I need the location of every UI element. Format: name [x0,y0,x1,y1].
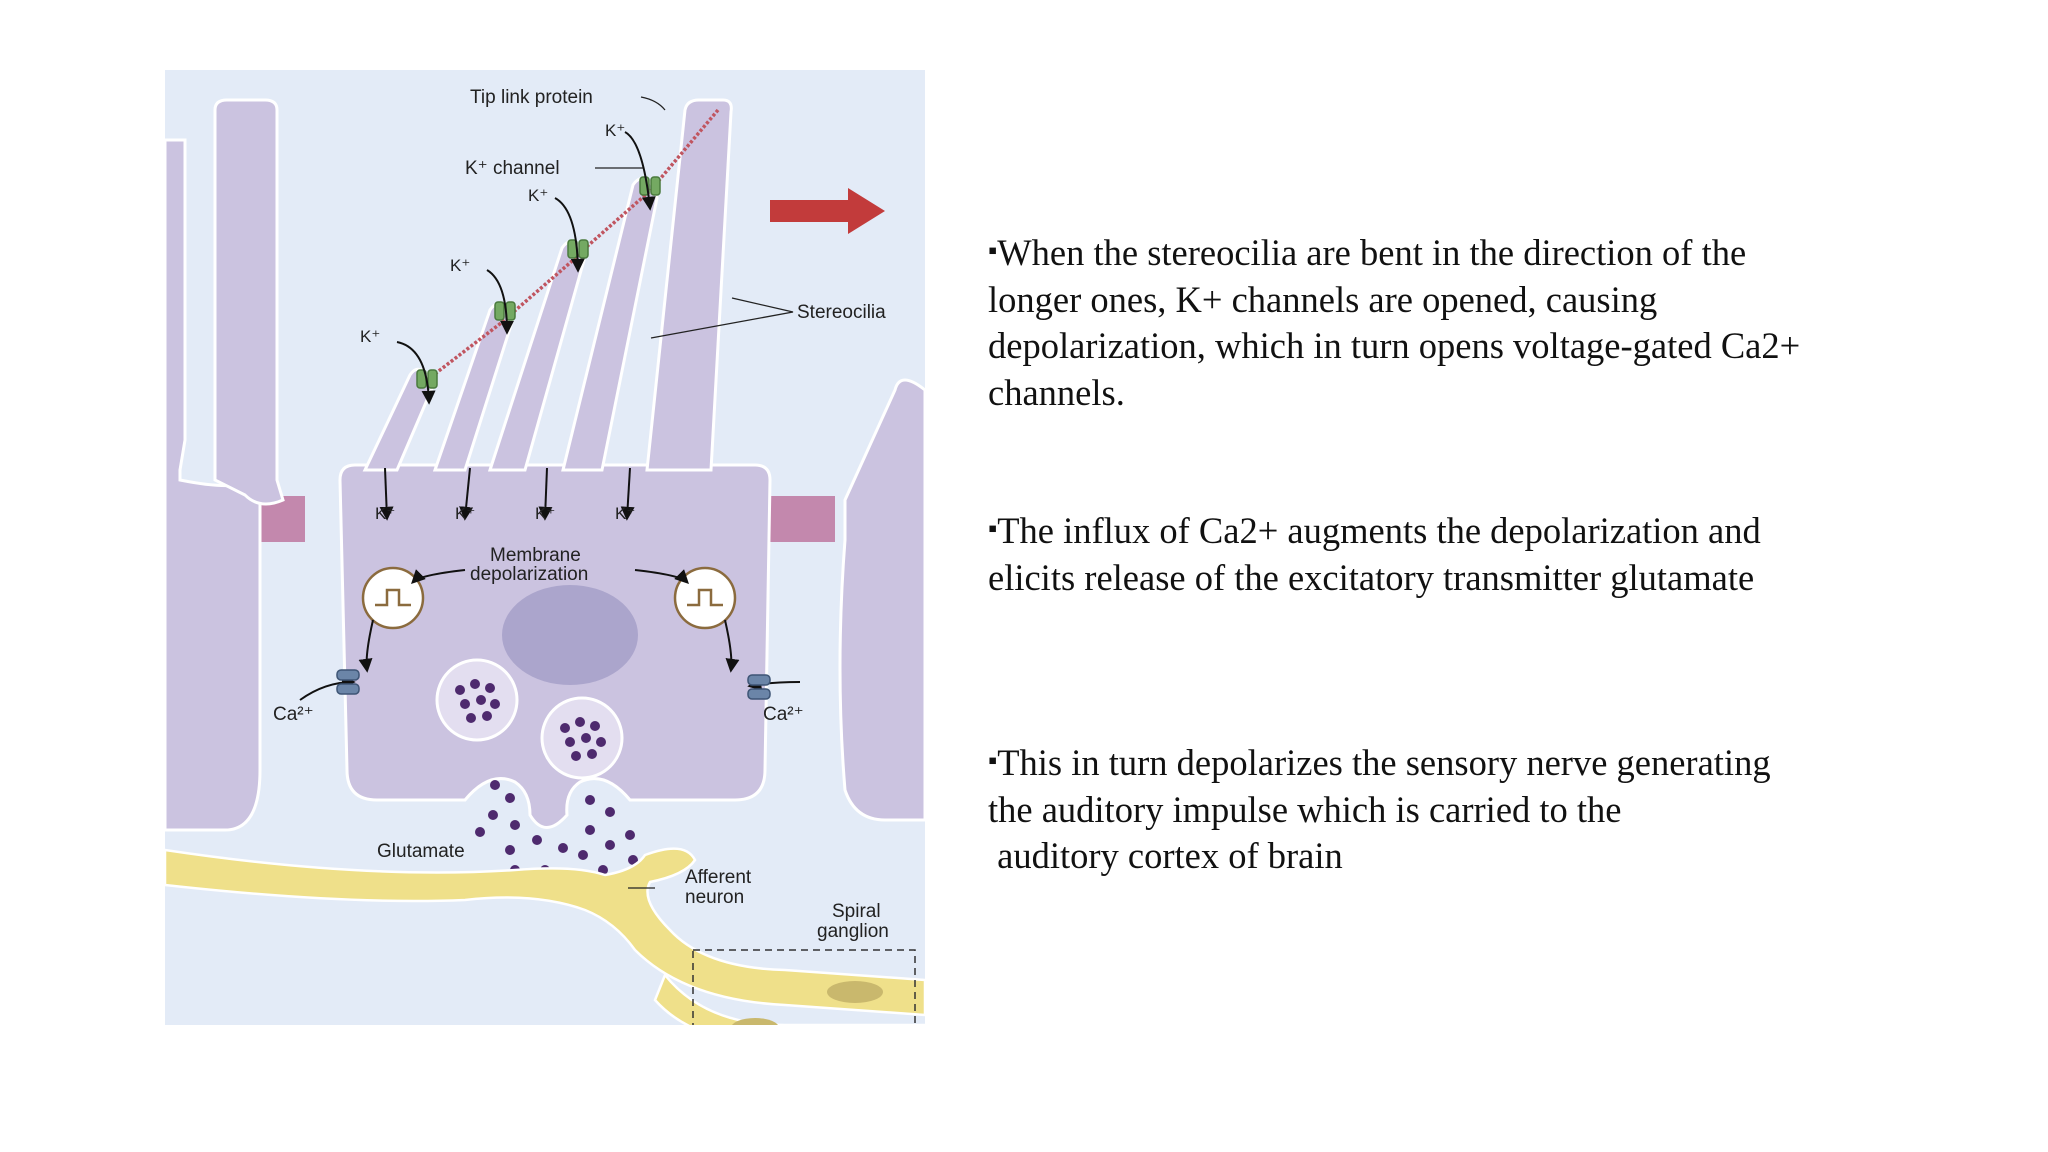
vesicle-left [435,658,519,742]
k-ion-arrows [379,131,656,521]
bullet-line: longer ones, K+ channels are opened, cau… [988,278,1658,320]
bullet-marker: ▪ [988,236,998,265]
k-ion-label-6: K⁺ [455,504,475,523]
afferent-label-2: neuron [685,887,744,908]
bullet-line: ▪This in turn depolarizes the sensory ne… [988,742,1771,783]
k-ion-label-3: K⁺ [450,256,470,275]
bullet-marker: ▪ [988,514,998,543]
tip-link-label: Tip link protein [470,87,593,108]
stereocilia-label: Stereocilia [797,302,886,323]
ca-channel-right-icon [747,674,771,700]
membrane-label-2: depolarization [470,564,588,585]
spiral-label-1: Spiral [832,901,881,922]
spiral-label-2: ganglion [817,921,889,942]
junction-right [765,496,835,542]
neighbor-stereocilium-left [213,98,285,506]
k-ion-label-1: K⁺ [605,121,625,140]
afferent-label-1: Afferent [685,867,752,888]
neighbor-cell-right [838,378,925,822]
bullet-marker: ▪ [988,746,998,775]
afferent-neuron [165,847,925,1017]
bullet-line: ▪The influx of Ca2+ augments the depolar… [988,510,1761,551]
k-ion-label-2: K⁺ [528,186,548,205]
bullet-1: ▪When the stereocilia are bent in the di… [988,228,1888,416]
bullet-line: channels. [988,371,1125,413]
k-channel-icon [416,176,661,389]
vesicle-right [540,696,624,780]
bullet-line: ▪When the stereocilia are bent in the di… [988,232,1747,273]
bullet-line: depolarization, which in turn opens volt… [988,325,1801,366]
tip-link-protein [425,108,720,382]
spiral-ganglion-box [692,949,916,1025]
ca-ion-label-left: Ca²⁺ [273,704,314,725]
stereocilium-5 [645,98,733,472]
membrane-label-1: Membrane [490,545,581,566]
deflection-arrow-icon [770,188,885,234]
glutamate-label: Glutamate [377,841,465,862]
bullet-line: auditory cortex of brain [988,835,1343,876]
k-ion-label-5: K⁺ [375,504,395,523]
voltage-sensor-left-icon [361,566,425,630]
k-ion-label-7: K⁺ [535,504,555,523]
ca-ion-label-right: Ca²⁺ [763,704,804,725]
voltage-sensor-right-icon [673,566,737,630]
k-ion-label-4: K⁺ [360,327,380,346]
bullet-line: the auditory impulse which is carried to… [988,788,1622,830]
k-channel-label: K⁺ channel [465,158,560,179]
ganglion-cell-body-2 [732,1018,778,1025]
ganglion-cell-body [827,981,883,1003]
bullet-2: ▪The influx of Ca2+ augments the depolar… [988,506,1888,601]
k-ion-label-8: K⁺ [615,504,635,523]
leader-lines [595,96,794,889]
nucleus [502,585,638,685]
spiral-ganglion-fibers [653,972,925,1025]
bullet-line: elicits release of the excitatory transm… [988,556,1755,598]
ca-channel-left-icon [336,669,360,695]
bullet-3: ▪This in turn depolarizes the sensory ne… [988,738,1888,880]
depolarization-arrows [299,569,801,701]
hair-cell-diagram: Tip link protein K⁺ K⁺ channel K⁺ K⁺ K⁺ … [165,70,925,1025]
